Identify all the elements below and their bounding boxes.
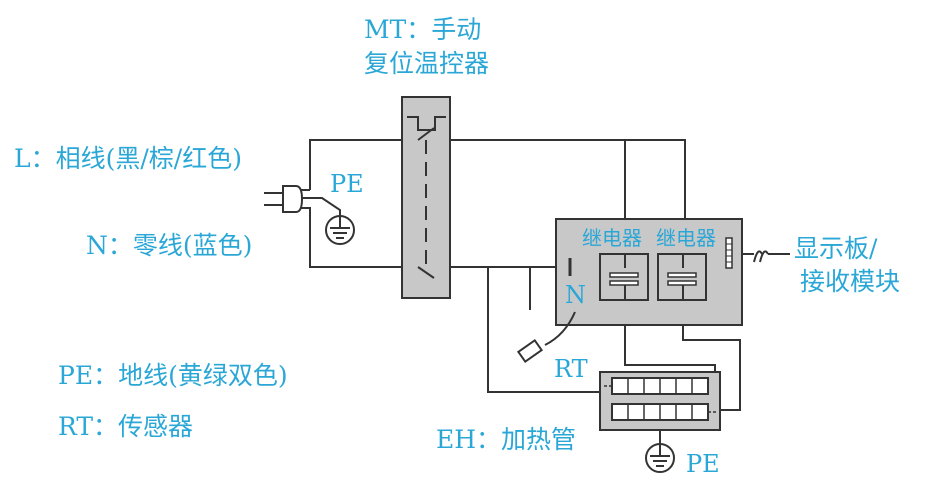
pe-bottom-label: PE — [686, 450, 720, 478]
n-wire-label: N：零线(蓝色) — [86, 231, 252, 260]
rt-legend: RT：传感器 — [58, 412, 193, 441]
relay-2-label: 继电器 — [656, 226, 716, 250]
display-label-line2: 接收模块 — [800, 267, 900, 296]
pe-plug-label: PE — [330, 170, 364, 198]
rt-sensor-label: RT — [554, 355, 588, 383]
control-board — [555, 218, 743, 326]
manual-reset-thermostat — [401, 96, 451, 299]
eh-legend: EH：加热管 — [436, 425, 576, 454]
cable-break-icon — [753, 246, 769, 263]
mt-label-line2: 复位温控器 — [364, 49, 489, 78]
l-wire-label: L：相线(黑/棕/红色) — [14, 144, 242, 173]
n-terminal-label: N — [565, 281, 586, 309]
temperature-sensor — [516, 311, 576, 364]
power-plug-icon — [264, 185, 304, 213]
pe-legend: PE：地线(黄绿双色) — [58, 361, 288, 390]
ground-icon-bottom — [645, 443, 675, 473]
relay-1-label: 继电器 — [582, 226, 642, 250]
display-label-line1: 显示板/ — [794, 234, 878, 263]
heating-element — [599, 371, 721, 431]
ground-icon — [325, 215, 355, 245]
mt-label-line1: MT：手动 — [364, 15, 481, 44]
